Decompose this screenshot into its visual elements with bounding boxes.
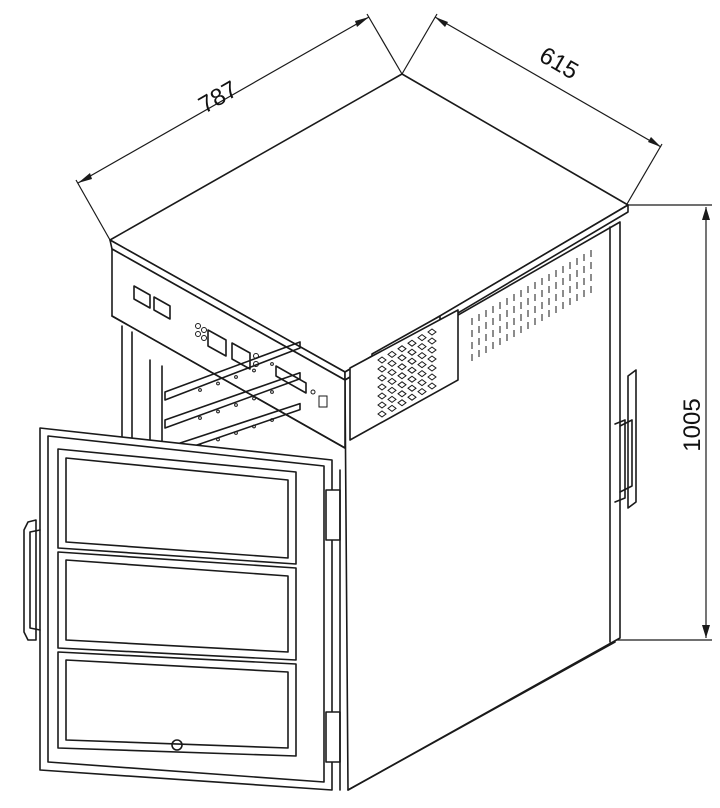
side-louvers (471, 250, 592, 361)
side-vent-grille (349, 309, 459, 441)
height-dimension-label: 1005 (679, 398, 706, 451)
display-left (133, 285, 151, 309)
hinge-top (325, 489, 341, 541)
door-frame (39, 427, 333, 791)
door[interactable] (23, 427, 341, 791)
door-lock (171, 739, 183, 751)
door-window-bottom (57, 651, 297, 757)
door-window-middle (57, 551, 297, 661)
hinge-bottom (325, 711, 341, 763)
digital-display-3 (275, 365, 307, 394)
side-handle (614, 369, 637, 509)
digital-display-1 (207, 329, 227, 357)
display-right (153, 296, 171, 320)
dimension-height: 1005 (612, 204, 712, 641)
door-handle[interactable] (23, 519, 37, 641)
door-window-top (57, 448, 297, 565)
